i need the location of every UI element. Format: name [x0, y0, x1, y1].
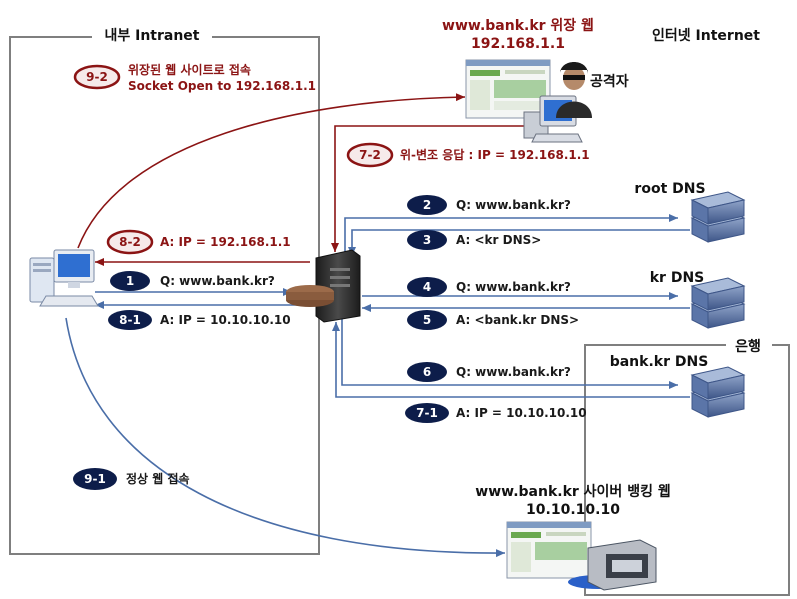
step-badge-7-2 [346, 142, 394, 168]
fake-website-icon [465, 59, 551, 119]
fake-site-ip: 192.168.1.1 [471, 36, 565, 52]
step-badge-2 [407, 195, 447, 215]
flow-7-2-line [331, 125, 527, 252]
kr-dns-icon [690, 277, 746, 329]
step-text-9-1: 정상 웹 접속 [126, 471, 190, 486]
step-text-5: A: <bank.kr DNS> [456, 313, 579, 327]
step-id-5: 5 [423, 313, 431, 327]
step-badge-6 [407, 362, 447, 382]
flow-3-line [348, 229, 690, 256]
root-dns-icon [690, 191, 746, 243]
step-text-7-1: A: IP = 10.10.10.10 [456, 406, 587, 420]
step-id-9-2: 9-2 [86, 70, 108, 84]
flow-7-1-line [332, 322, 690, 398]
step-id-8-1: 8-1 [119, 313, 141, 327]
bank-region: 은행 [584, 335, 790, 596]
attacker-icon [556, 62, 592, 118]
flow-9-2-line [77, 93, 466, 249]
bank-web-server-icon [568, 539, 657, 591]
bank-website-icon [506, 521, 592, 579]
bank-dns-label: bank.kr DNS [610, 354, 709, 370]
step-text-3: A: <kr DNS> [456, 233, 541, 247]
step-text-4: Q: www.bank.kr? [456, 280, 571, 294]
step-badge-7-1 [405, 403, 449, 423]
step-text-9-2: 위장된 웹 사이트로 접속 [128, 62, 251, 77]
intranet-label: 내부 Intranet [104, 28, 199, 44]
attacker-label: 공격자 [590, 73, 629, 90]
step-badge-9-2 [73, 64, 121, 90]
real-site-ip: 10.10.10.10 [526, 502, 620, 518]
step-badge-8-2 [106, 229, 154, 255]
step-badge-3 [407, 230, 447, 250]
step-id-9-1: 9-1 [84, 472, 106, 486]
fake-site-name: www.bank.kr 위장 웹 [442, 17, 594, 34]
step-id-2: 2 [423, 198, 431, 212]
step-id-7-2: 7-2 [359, 148, 381, 162]
step-id-7-1: 7-1 [416, 406, 438, 420]
client-pc-icon [29, 249, 99, 307]
real-site-name: www.bank.kr 사이버 뱅킹 웹 [475, 483, 670, 500]
step-text-2: Q: www.bank.kr? [456, 198, 571, 212]
root-dns-label: root DNS [634, 181, 705, 197]
step-text-8-2: A: IP = 192.168.1.1 [160, 235, 291, 249]
step-text-6: Q: www.bank.kr? [456, 365, 571, 379]
step-id-6: 6 [423, 365, 431, 379]
step-id-8-2: 8-2 [119, 235, 141, 249]
bank-label: 은행 [735, 339, 761, 355]
step-id-4: 4 [423, 280, 431, 294]
step-badge-4 [407, 277, 447, 297]
internet-label: 인터넷 Internet [652, 27, 760, 44]
step-badge-5 [407, 310, 447, 330]
flow-2-line [344, 214, 678, 252]
step-text-7-2: 위-변조 응답 : IP = 192.168.1.1 [400, 147, 590, 162]
step-id-3: 3 [423, 233, 431, 247]
kr-dns-label: kr DNS [650, 270, 705, 286]
step-text-9-2-line2: Socket Open to 192.168.1.1 [128, 79, 316, 93]
step-badge-9-1 [73, 468, 117, 490]
step-text-8-1: A: IP = 10.10.10.10 [160, 313, 291, 327]
local-dns-server-icon [286, 249, 361, 323]
bank-dns-icon [690, 366, 746, 418]
flow-9-1-line [65, 317, 506, 558]
step-badge-1 [110, 271, 150, 291]
step-text-1: Q: www.bank.kr? [160, 274, 275, 288]
step-badge-8-1 [108, 310, 152, 330]
step-id-1: 1 [126, 274, 134, 288]
flow-6-line [341, 318, 678, 389]
